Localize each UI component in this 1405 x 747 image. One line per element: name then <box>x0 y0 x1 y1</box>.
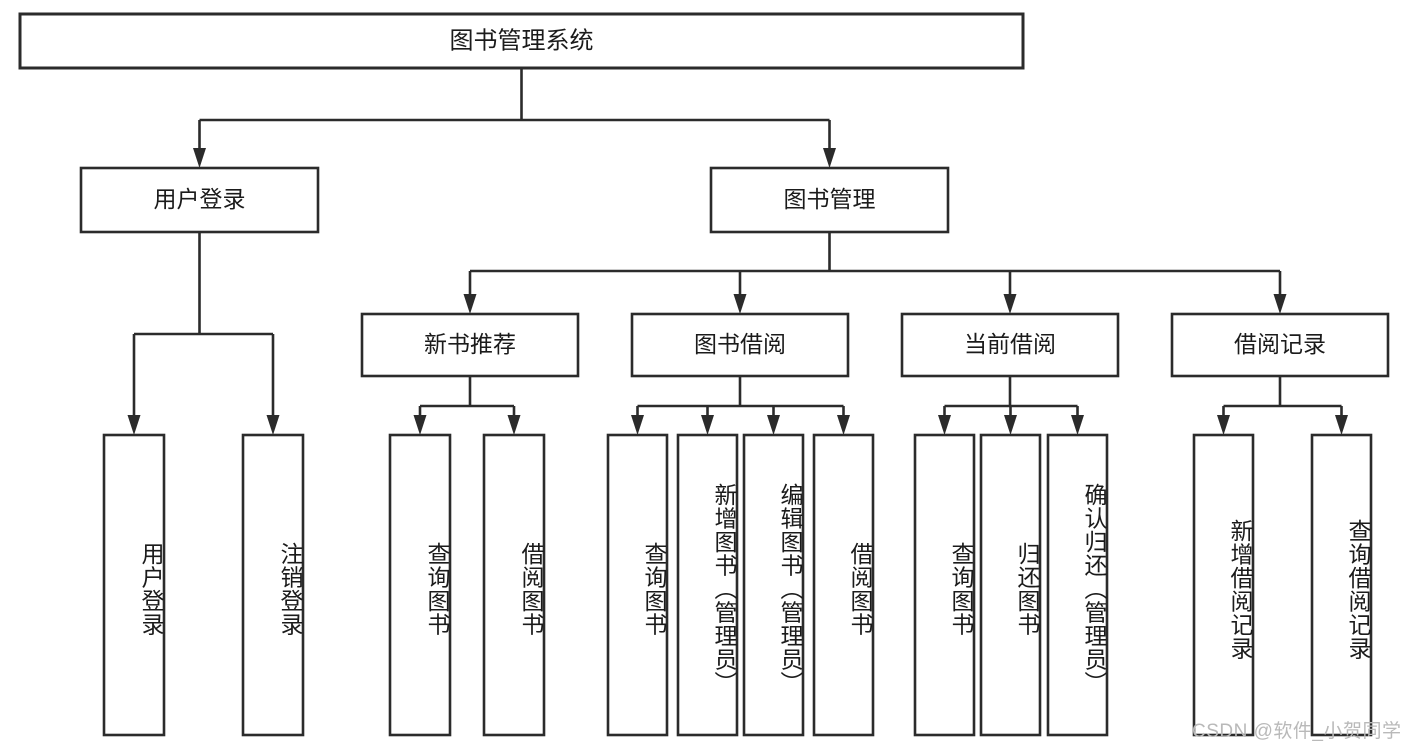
node-box-leaf-edit-book-admin[interactable] <box>742 433 805 737</box>
node-box-leaf-query-borrow-record[interactable] <box>1310 433 1373 737</box>
connector-conn-root <box>193 68 836 168</box>
node-box-leaf-query-book-recommend[interactable] <box>388 433 452 737</box>
node-box-leaf-borrow-book-recommend[interactable] <box>482 433 546 737</box>
node-box-root[interactable] <box>18 12 1025 70</box>
node-box-leaf-add-borrow-record[interactable] <box>1192 433 1255 737</box>
node-box-leaf-user-login[interactable] <box>102 433 166 737</box>
node-box-leaf-query-book-borrow[interactable] <box>606 433 669 737</box>
node-label-root: 图书管理系统 <box>450 27 594 54</box>
watermark-text: CSDN @软件_小贺同学 <box>1192 721 1402 742</box>
node-box-current-borrow[interactable] <box>900 312 1120 378</box>
node-label-user-login: 用户登录 <box>154 186 246 212</box>
node-boxes-layer <box>18 12 1390 737</box>
node-box-borrow-record[interactable] <box>1170 312 1390 378</box>
node-box-leaf-query-book-current[interactable] <box>913 433 976 737</box>
connector-conn-book-management <box>463 232 1287 314</box>
node-label-new-book-recommend: 新书推荐 <box>424 331 516 357</box>
node-box-book-management[interactable] <box>709 166 950 234</box>
connector-conn-new-book-recommend <box>413 376 521 435</box>
node-box-leaf-user-logout[interactable] <box>241 433 305 737</box>
node-box-leaf-confirm-return-admin[interactable] <box>1046 433 1109 737</box>
node-box-new-book-recommend[interactable] <box>360 312 580 378</box>
node-label-book-management: 图书管理 <box>784 186 876 212</box>
node-box-leaf-return-book[interactable] <box>979 433 1042 737</box>
connectors-layer <box>127 68 1348 435</box>
node-box-user-login[interactable] <box>79 166 320 234</box>
node-box-book-borrow[interactable] <box>630 312 850 378</box>
node-label-book-borrow: 图书借阅 <box>694 331 786 357</box>
node-label-current-borrow: 当前借阅 <box>964 331 1056 357</box>
connector-conn-book-borrow <box>631 376 850 435</box>
node-label-borrow-record: 借阅记录 <box>1234 331 1326 357</box>
connector-conn-user-login <box>127 232 280 435</box>
connector-conn-borrow-record <box>1217 376 1348 435</box>
node-box-leaf-borrow-book[interactable] <box>812 433 875 737</box>
node-box-leaf-add-book-admin[interactable] <box>676 433 739 737</box>
connector-conn-current-borrow <box>938 376 1084 435</box>
